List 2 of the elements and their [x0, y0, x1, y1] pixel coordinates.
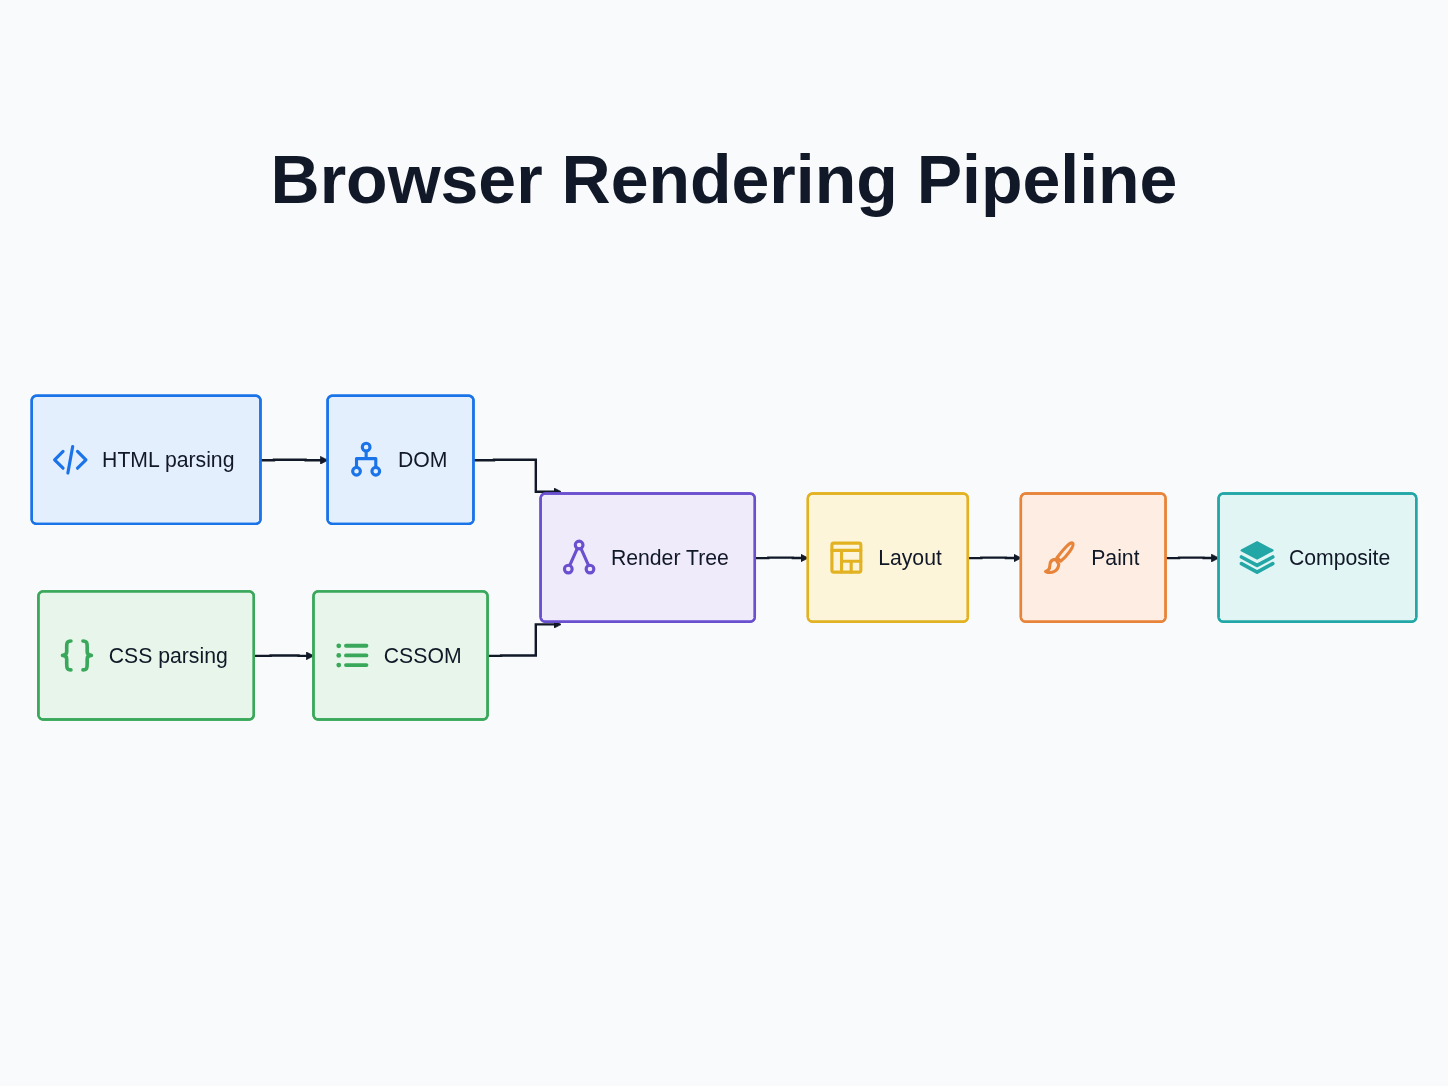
arrow [488, 620, 562, 658]
diagram-title: Browser Rendering Pipeline [270, 140, 1178, 218]
